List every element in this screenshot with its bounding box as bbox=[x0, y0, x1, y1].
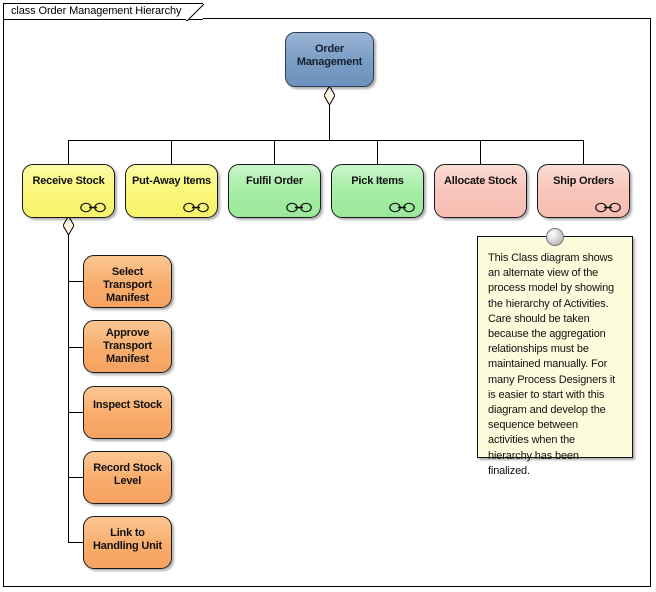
connector-horizontal-bus bbox=[68, 140, 584, 141]
connector-drop-pick-items bbox=[377, 140, 378, 164]
diagram-title-tab[interactable]: class Order Management Hierarchy bbox=[3, 3, 205, 21]
connector-stub-link-to-handling-unit bbox=[68, 542, 83, 543]
connector-drop-receive-stock bbox=[68, 140, 69, 164]
node-approve-transport-manifest[interactable]: Approve Transport Manifest bbox=[83, 320, 172, 373]
node-label: Pick Items bbox=[351, 175, 404, 187]
process-icon bbox=[183, 200, 209, 213]
node-fulfil-order[interactable]: Fulfil Order bbox=[228, 164, 321, 218]
node-label: Put-Away Items bbox=[132, 175, 211, 187]
connector-stub-record-stock-level bbox=[68, 477, 83, 478]
connector-stub-select-transport-manifest bbox=[68, 281, 83, 282]
connector-drop-fulfil-order bbox=[274, 140, 275, 164]
process-icon bbox=[80, 200, 106, 213]
node-label: Order Management bbox=[296, 43, 363, 68]
note-pin-icon bbox=[546, 228, 564, 246]
diagram-note[interactable]: This Class diagram shows an alternate vi… bbox=[477, 228, 633, 477]
connector-root-stem bbox=[329, 101, 330, 140]
node-label: Link to Handling Unit bbox=[93, 527, 162, 552]
node-label: Receive Stock bbox=[32, 175, 105, 187]
process-icon bbox=[389, 200, 415, 213]
node-select-transport-manifest[interactable]: Select Transport Manifest bbox=[83, 255, 172, 308]
node-allocate-stock[interactable]: Allocate Stock bbox=[434, 164, 527, 218]
aggregation-diamond-root bbox=[323, 85, 336, 106]
process-icon bbox=[286, 200, 312, 213]
aggregation-diamond-receive-stock bbox=[62, 215, 75, 236]
node-pick-items[interactable]: Pick Items bbox=[331, 164, 424, 218]
node-record-stock-level[interactable]: Record Stock Level bbox=[83, 451, 172, 504]
node-label: Inspect Stock bbox=[93, 399, 162, 411]
node-label: Record Stock Level bbox=[93, 462, 162, 487]
connector-stub-approve-transport-manifest bbox=[68, 347, 83, 348]
node-put-away-items[interactable]: Put-Away Items bbox=[125, 164, 218, 218]
node-order-management[interactable]: Order Management bbox=[285, 32, 374, 87]
note-text: This Class diagram shows an alternate vi… bbox=[488, 252, 616, 477]
process-icon bbox=[595, 200, 621, 213]
node-ship-orders[interactable]: Ship Orders bbox=[537, 164, 630, 218]
connector-subactivity-spine bbox=[68, 234, 69, 543]
node-receive-stock[interactable]: Receive Stock bbox=[22, 164, 115, 218]
node-label: Ship Orders bbox=[553, 175, 614, 187]
connector-drop-put-away-items bbox=[171, 140, 172, 164]
connector-stub-inspect-stock bbox=[68, 412, 83, 413]
node-link-to-handling-unit[interactable]: Link to Handling Unit bbox=[83, 516, 172, 569]
connector-drop-allocate-stock bbox=[480, 140, 481, 164]
connector-drop-ship-orders bbox=[583, 140, 584, 164]
node-label: Select Transport Manifest bbox=[103, 266, 152, 304]
tab-slant-edge bbox=[186, 4, 205, 21]
node-inspect-stock[interactable]: Inspect Stock bbox=[83, 386, 172, 439]
node-label: Fulfil Order bbox=[246, 175, 303, 187]
node-label: Approve Transport Manifest bbox=[103, 327, 152, 365]
diagram-title-text: class Order Management Hierarchy bbox=[11, 5, 182, 17]
node-label: Allocate Stock bbox=[443, 175, 517, 187]
